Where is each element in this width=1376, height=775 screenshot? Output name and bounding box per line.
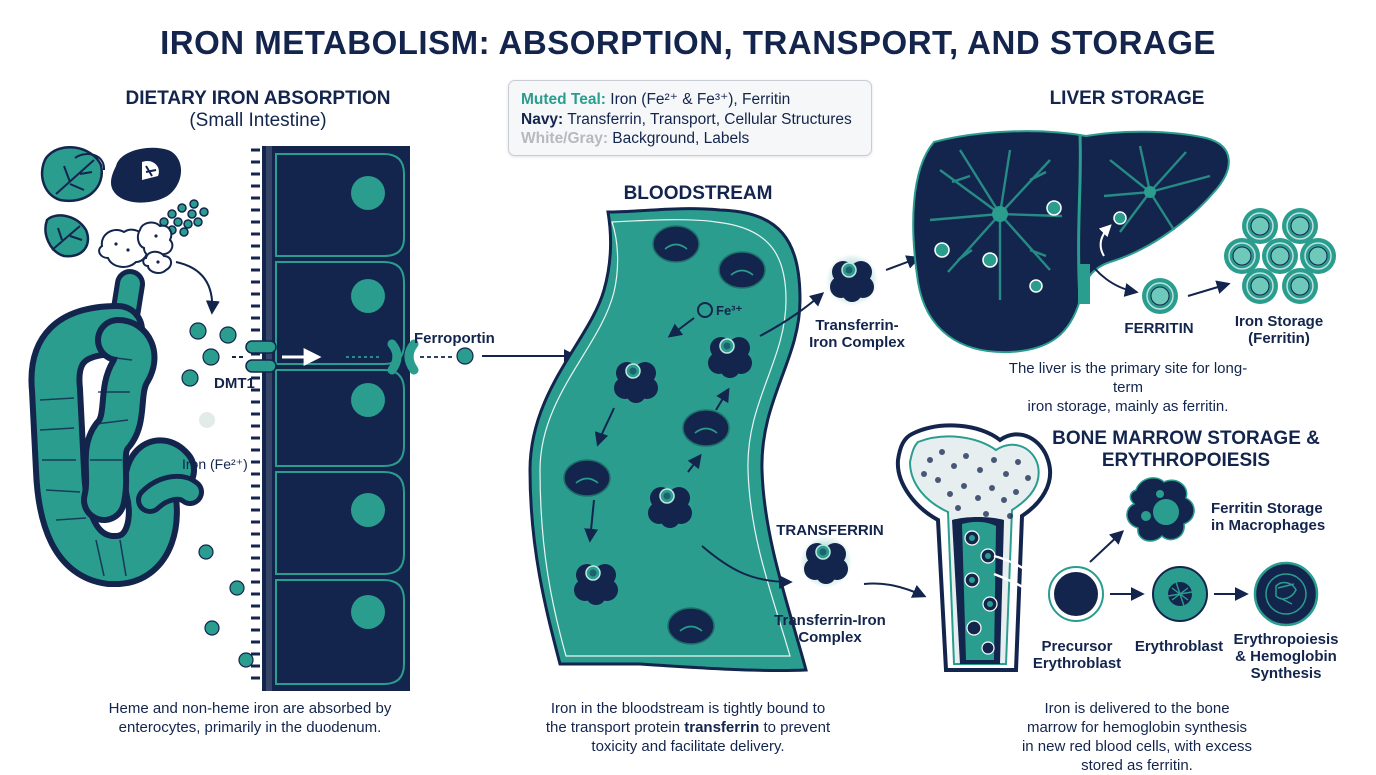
dmt1-label: DMT1 <box>214 375 255 392</box>
marrow-caption-line1: Iron is delivered to the bone marrow for… <box>1026 700 1248 736</box>
enterocyte-wall <box>251 146 410 691</box>
macrophage-label-line2: in Macrophages <box>1211 517 1326 534</box>
marrow-heading-line2: ERYTHROPOIESIS <box>1101 450 1271 471</box>
to-macrophage-arrow <box>1089 530 1125 563</box>
legend-value-teal: Iron (Fe²⁺ & Fe³⁺), Ferritin <box>610 91 791 108</box>
legend-value-gray: Background, Labels <box>612 130 750 147</box>
to-liver-arrow <box>885 255 921 271</box>
to-transferrin-arrow <box>701 545 793 589</box>
complex-bottom-label: Transferrin-Iron Complex <box>774 612 886 646</box>
ferroportin-transporter <box>387 339 419 375</box>
erythroblast-label: Erythroblast <box>1134 638 1224 655</box>
bloodstream-caption: Iron in the bloodstream is tightly bound… <box>546 699 830 756</box>
erythropoiesis-label: Erythropoiesis & Hemoglobin Synthesis <box>1233 631 1338 682</box>
complex-top-label-line1: Transferrin- <box>815 317 899 334</box>
bloodstream-caption-line3: toxicity and facilitate delivery. <box>591 738 785 755</box>
ferroportin-label: Ferroportin <box>414 330 495 347</box>
liver-heading: LIVER STORAGE <box>1049 88 1205 109</box>
blood-vessel <box>528 207 808 673</box>
absorption-caption-line1: Heme and non-heme iron are absorbed by <box>108 700 392 717</box>
erythropoiesis-label-line2: & Hemoglobin <box>1235 648 1337 665</box>
to-complex-arrow <box>759 292 825 337</box>
liver-uptake-arrow <box>1098 224 1112 257</box>
absorption-caption-line2: enterocytes, primarily in the duodenum. <box>118 719 382 736</box>
bloodstream-heading: BLOODSTREAM <box>623 183 773 204</box>
precursor-label-line2: Erythroblast <box>1032 655 1122 672</box>
macrophage-label: Ferritin Storage in Macrophages <box>1211 500 1325 534</box>
erythroblast-cell <box>1152 566 1208 622</box>
complex-bottom-label-line2: Complex <box>798 629 862 646</box>
legend-item-gray: White/Gray: Background, Labels <box>521 129 871 149</box>
marrow-heading-line1: BONE MARROW STORAGE & <box>1052 428 1320 449</box>
absorption-subheading: (Small Intestine) <box>189 110 327 131</box>
marrow-caption-line2: in new red blood cells, with excess stor… <box>1021 738 1253 774</box>
bloodstream-caption-line2c: to prevent <box>759 719 831 736</box>
to-ferritin-arrow <box>1085 255 1139 297</box>
bloodstream-caption-line2: the transport protein transferrin to pre… <box>546 718 830 737</box>
bloodstream-caption-transferrin: transferrin <box>684 719 760 736</box>
liver-caption: The liver is the primary site for long-t… <box>1004 359 1252 416</box>
food-to-intestine-arrow <box>175 261 220 315</box>
to-storage-arrow <box>1187 280 1231 297</box>
macrophage-label-line1: Ferritin Storage <box>1211 500 1323 517</box>
iron-storage-label: Iron Storage (Ferritin) <box>1235 313 1323 347</box>
macrophage-cell <box>1126 477 1195 542</box>
bloodstream-caption-line1: Iron in the bloodstream is tightly bound… <box>550 700 826 717</box>
bone-illustration <box>895 423 1053 672</box>
liver-caption-line2: iron storage, mainly as ferritin. <box>1027 398 1229 415</box>
transferrin-label: TRANSFERRIN <box>776 522 884 539</box>
intestine-illustration <box>28 269 204 587</box>
erythrocyte-hemoglobin-cell <box>1253 561 1319 627</box>
legend-key-navy: Navy: <box>521 110 564 128</box>
legend-key-gray: White/Gray: <box>521 130 608 147</box>
marrow-heading: BONE MARROW STORAGE & ERYTHROPOIESIS <box>1052 428 1320 472</box>
ferritin-storage-cluster <box>1223 207 1337 305</box>
legend-item-teal: Muted Teal: Iron (Fe²⁺ & Fe³⁺), Ferritin <box>521 90 871 110</box>
legend-item-navy: Navy: Transferrin, Transport, Cellular S… <box>521 110 871 130</box>
fe3-particle <box>697 302 713 318</box>
marrow-arrow-1 <box>993 554 1047 584</box>
erythropoiesis-label-line3: Synthesis <box>1250 665 1322 682</box>
to-marrow-arrow <box>863 582 927 598</box>
absorption-caption: Heme and non-heme iron are absorbed by e… <box>109 699 392 737</box>
dmt1-transporter <box>245 340 277 373</box>
iron-fe2-label: Iron (Fe²⁺) <box>182 456 248 472</box>
legend-value-navy: Transferrin, Transport, Cellular Structu… <box>567 110 852 128</box>
bloodstream-caption-line2a: the transport protein <box>545 719 685 736</box>
complex-top-label: Transferrin- Iron Complex <box>809 317 905 351</box>
legend-box: Muted Teal: Iron (Fe²⁺ & Fe³⁺), Ferritin… <box>508 80 872 156</box>
fe3-label: Fe³⁺ <box>716 303 743 318</box>
marrow-arrow-2 <box>993 572 1045 600</box>
liver-caption-line1: The liver is the primary site for long-t… <box>1008 360 1248 396</box>
page-title: IRON METABOLISM: ABSORPTION, TRANSPORT, … <box>160 24 1216 61</box>
transferrin-iron-complex-top <box>825 253 879 307</box>
complex-top-label-line2: Iron Complex <box>809 334 905 351</box>
ferritin-label: FERRITIN <box>1124 320 1194 337</box>
erythropoiesis-label-line1: Erythropoiesis <box>1233 631 1339 648</box>
iron-storage-label-line2: (Ferritin) <box>1248 330 1310 347</box>
liver-illustration <box>912 130 1230 354</box>
transferrin-iron-complex-bottom <box>799 535 853 589</box>
ferritin-molecule <box>1141 277 1179 315</box>
iron-storage-label-line1: Iron Storage <box>1234 313 1324 330</box>
legend-key-teal: Muted Teal: <box>521 91 606 108</box>
complex-bottom-label-line1: Transferrin-Iron <box>774 612 886 629</box>
precursor-label: Precursor Erythroblast <box>1033 638 1121 672</box>
food-icons <box>40 146 209 274</box>
bloodstream-cycle-arrows <box>584 317 730 543</box>
precursor-label-line1: Precursor <box>1041 638 1113 655</box>
absorption-heading: DIETARY IRON ABSORPTION <box>125 88 391 109</box>
precursor-erythroblast-cell <box>1048 566 1104 622</box>
marrow-caption: Iron is delivered to the bone marrow for… <box>1018 699 1257 775</box>
